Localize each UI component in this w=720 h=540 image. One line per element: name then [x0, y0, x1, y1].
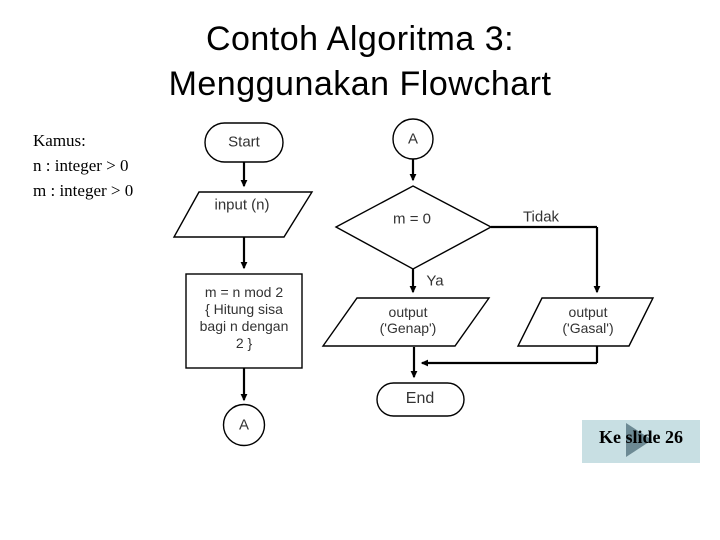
output-odd-parallelogram-shape	[516, 297, 655, 347]
declarations-line: n : integer > 0	[33, 156, 129, 175]
branch-yes-label: Ya	[426, 272, 444, 290]
decision-diamond-shape	[334, 185, 493, 270]
input-label: input (n)	[214, 196, 270, 214]
nav-link-ke-slide-26[interactable]: Ke slide 26	[582, 420, 700, 463]
nav-link-label: Ke slide 26	[599, 427, 683, 447]
end-label: End	[405, 390, 435, 407]
start-terminator-shape	[204, 122, 284, 163]
connector-circle-top-shape	[392, 118, 434, 160]
input-parallelogram-shape	[172, 191, 314, 238]
output-even-line: ('Genap')	[379, 320, 437, 336]
output-even-label: output ('Genap')	[380, 304, 437, 336]
connector-bottom-label: A	[238, 416, 250, 434]
declarations-block: Kamus: n : integer > 0 m : integer > 0	[33, 128, 133, 203]
output-odd-line: ('Gasal')	[562, 320, 614, 336]
process-label-line: 2 }	[235, 335, 253, 351]
page-title-line1: Contoh Algoritma 3:	[205, 20, 515, 58]
process-label-line: m = n mod 2	[204, 284, 284, 300]
output-even-parallelogram-shape	[321, 297, 491, 347]
end-terminator-shape	[376, 382, 465, 417]
play-arrow-icon	[626, 423, 652, 457]
start-label: Start	[228, 133, 260, 151]
output-even-line: output	[388, 304, 428, 320]
branch-no-label: Tidak	[522, 208, 560, 226]
output-odd-line: output	[568, 304, 608, 320]
connector-top-label: A	[407, 130, 419, 148]
declarations-line: Kamus:	[33, 131, 86, 150]
page-title: Contoh Algoritma 3: Menggunakan Flowchar…	[0, 17, 720, 107]
connector-circle-bottom-shape	[222, 403, 266, 447]
process-rectangle-shape	[185, 273, 303, 369]
decision-label: m = 0	[393, 210, 431, 228]
declarations-line: m : integer > 0	[33, 181, 134, 200]
page-title-line2: Menggunakan Flowchart	[168, 65, 552, 103]
process-label-line: { Hitung sisa	[205, 301, 283, 317]
output-odd-label: output ('Gasal')	[562, 304, 613, 336]
process-label: m = n mod 2 { Hitung sisa bagi n dengan …	[200, 284, 289, 352]
process-label-line: bagi n dengan	[199, 318, 289, 334]
